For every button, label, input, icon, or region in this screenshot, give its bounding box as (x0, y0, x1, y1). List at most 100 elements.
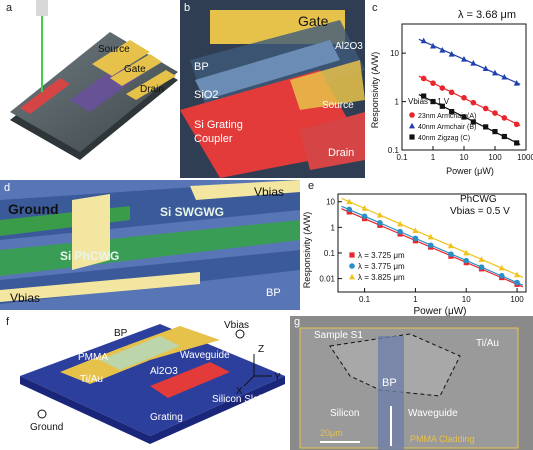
label-vbias-top: Vbias (254, 185, 284, 199)
data-point (397, 228, 403, 235)
x-tick-label: 0.1 (396, 153, 408, 162)
panel-e-label: e (308, 180, 315, 192)
legend-label: λ = 3.825 μm (358, 273, 405, 282)
chart-c-ylabel: Responsivity (A/W) (370, 52, 380, 129)
data-point (427, 233, 434, 240)
label-al2o3: Al2O3 (150, 366, 178, 377)
legend-marker (349, 273, 355, 280)
panel-d-label: d (4, 182, 11, 194)
gate-pad (110, 54, 162, 86)
data-point (478, 256, 485, 262)
x-tick-label: 100 (488, 153, 502, 162)
chart-c-annotation: Vbias = 1 V (408, 97, 450, 106)
data-point (346, 198, 353, 205)
chart-c-title: λ = 3.68 μm (458, 9, 516, 21)
vbias-terminal (235, 329, 245, 339)
data-point (514, 140, 520, 146)
label-axis-x: X (236, 386, 243, 397)
label-slab: Silicon Slab (212, 394, 265, 405)
data-point (461, 56, 467, 62)
label-coupler: Coupler (194, 133, 233, 145)
label-grating: Si Grating (194, 119, 243, 131)
panel-b-label: b (184, 2, 191, 14)
label-vbias: Vbias (224, 320, 249, 331)
chart-e-ylabel: Responsivity (A/W) (302, 212, 312, 289)
label-source: Source (98, 44, 130, 55)
chart-e-xlabel: Power (μW) (414, 306, 467, 316)
legend-label: 40nm Zigzag (C) (418, 135, 470, 142)
data-point (439, 103, 445, 109)
label-waveguide: Waveguide (180, 350, 230, 361)
label-vbias-bottom: Vbias (10, 291, 40, 305)
label-gate: Gate (298, 13, 329, 29)
drain-pad (126, 70, 176, 100)
panel-e: e PhCWG Vbias = 0.5 V Power (μW) Respons… (300, 180, 533, 316)
chart-e-annotation: Vbias = 0.5 V (450, 206, 510, 217)
panel-g-micrograph: Sample S1 Ti/Au BP Silicon Waveguide 20μ… (299, 327, 519, 450)
legend-marker (349, 263, 355, 269)
ground-electrode (72, 194, 110, 270)
data-point (447, 242, 454, 249)
legend-label: 23nm Armchair (A) (418, 113, 476, 120)
chart-e: PhCWG Vbias = 0.5 V Power (μW) Responsiv… (302, 193, 527, 316)
data-point (427, 242, 434, 249)
data-point (412, 227, 419, 233)
data-point (501, 133, 507, 140)
data-point (430, 42, 436, 49)
data-point (376, 211, 383, 218)
legend-marker (349, 252, 355, 258)
label-phcwg: Si PhCWG (60, 249, 119, 263)
data-point (346, 206, 353, 213)
legend-label: 40nm Armchair (B) (418, 124, 476, 131)
data-point (430, 98, 436, 105)
data-point (430, 80, 436, 86)
data-point (470, 60, 477, 66)
data-point (514, 271, 521, 278)
panel-b: b Gate Al2O3 BP SiO2 Source Si Grating C… (180, 0, 365, 178)
data-point (448, 251, 454, 257)
axis-x (243, 375, 255, 387)
data-point (449, 109, 455, 115)
data-point (498, 272, 505, 279)
x-tick-label: 1000 (517, 153, 533, 162)
chart-c-xlabel: Power (μW) (446, 166, 494, 176)
x-tick-label: 100 (510, 295, 524, 304)
grating-coupler (150, 362, 230, 398)
label-drain: Drain (140, 84, 164, 95)
panel-a: a Source Gate Drain (0, 0, 180, 160)
data-point (470, 119, 476, 125)
label-gate: Gate (124, 64, 146, 75)
data-point (420, 75, 427, 82)
data-point (478, 264, 485, 270)
panel-f-label: f (6, 316, 10, 328)
vbias-electrode-bottom (0, 272, 200, 302)
label-ground: Ground (8, 201, 59, 217)
label-pmma: PMMA (78, 352, 108, 363)
label-silicon: Silicon (330, 408, 359, 419)
panel-c: c λ = 3.68 μm Vbias = 1 V Power (μW) Res… (368, 0, 533, 178)
panel-c-label: c (372, 2, 378, 14)
data-point (492, 69, 498, 76)
source-pad (92, 40, 150, 76)
y-tick-label: 10 (326, 198, 335, 207)
slab-edge-right (150, 376, 285, 444)
panel-a-illustration: Source Gate Drain (10, 0, 178, 160)
label-al2o3: Al2O3 (335, 41, 363, 52)
panel-f-illustration: BP Vbias PMMA Ti/Au Al2O3 Waveguide Grou… (20, 320, 285, 444)
x-tick-label: 10 (462, 295, 471, 304)
legend-label: λ = 3.775 μm (358, 262, 405, 271)
panel-g: g Sample S1 Ti/Au BP Silicon Waveguide 2… (290, 316, 533, 450)
source-electrode (290, 60, 365, 110)
label-bp: BP (266, 287, 281, 299)
plot-frame (401, 23, 527, 151)
legend-marker (409, 134, 415, 140)
label-grating: Grating (150, 412, 183, 423)
data-point (492, 128, 498, 135)
label-sio2: SiO2 (194, 89, 218, 101)
label-source: Source (322, 100, 354, 111)
data-point (377, 220, 383, 226)
panel-g-label: g (294, 316, 301, 328)
y-tick-label: 0.01 (319, 275, 335, 284)
label-tiau: Ti/Au (476, 338, 499, 349)
label-waveguide: Waveguide (408, 408, 458, 419)
